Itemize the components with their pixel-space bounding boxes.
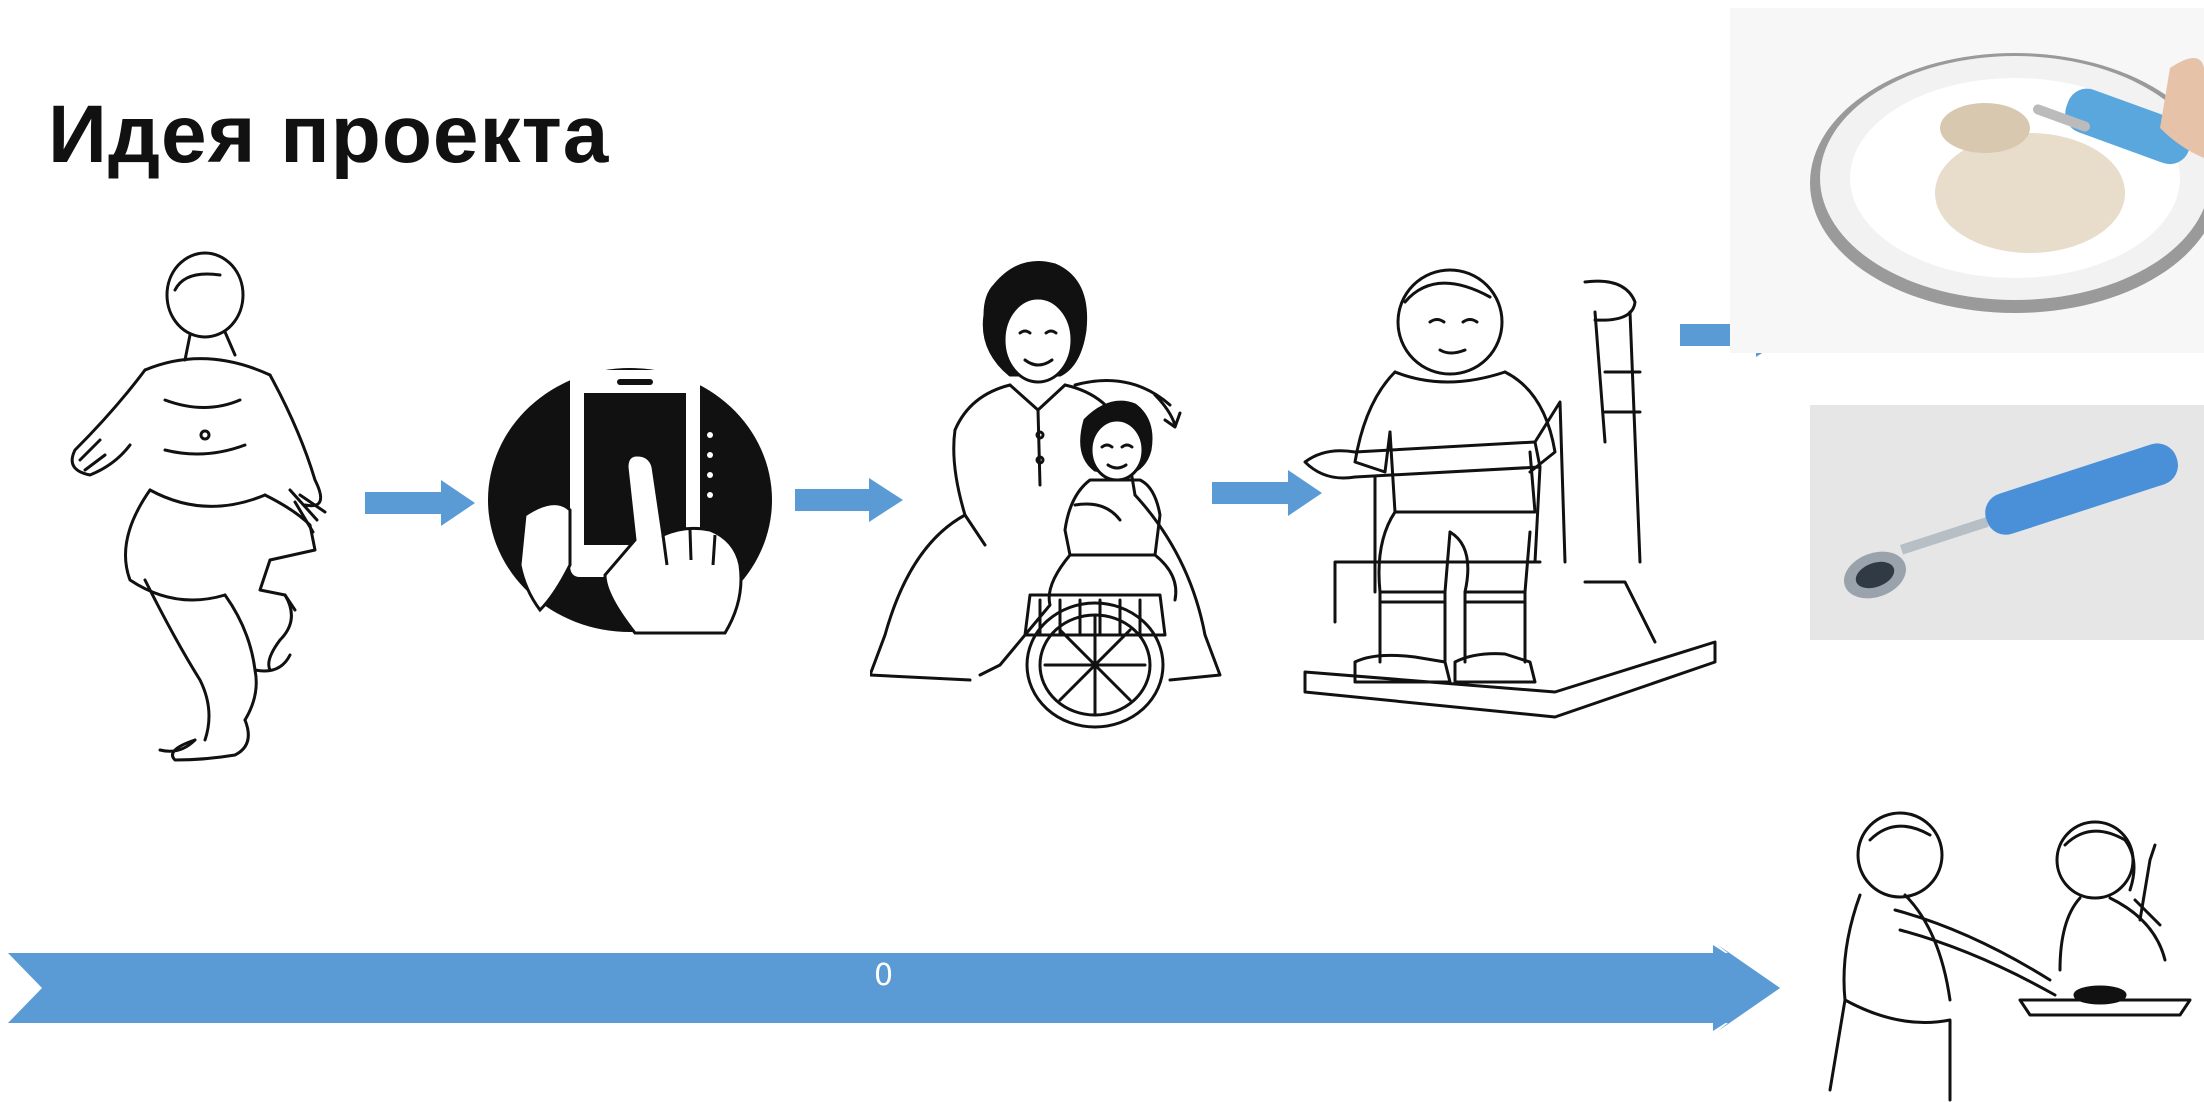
- adaptive-spoon-photo: [1810, 405, 2204, 640]
- assisted-feeding-illustration: [1810, 800, 2204, 1102]
- bowl-with-adaptive-spoon-photo: [1730, 8, 2204, 353]
- seated-person-illustration: [55, 250, 345, 775]
- timeline-arrow-icon: [8, 945, 1780, 1031]
- mother-child-therapy-illustration: [870, 255, 1240, 735]
- slide-title: Идея проекта: [48, 88, 609, 182]
- timeline-label: 0: [874, 958, 893, 993]
- arrow-right-icon: [365, 480, 475, 526]
- child-in-special-chair-illustration: [1295, 262, 1730, 732]
- smartphone-touch-icon: [485, 365, 775, 635]
